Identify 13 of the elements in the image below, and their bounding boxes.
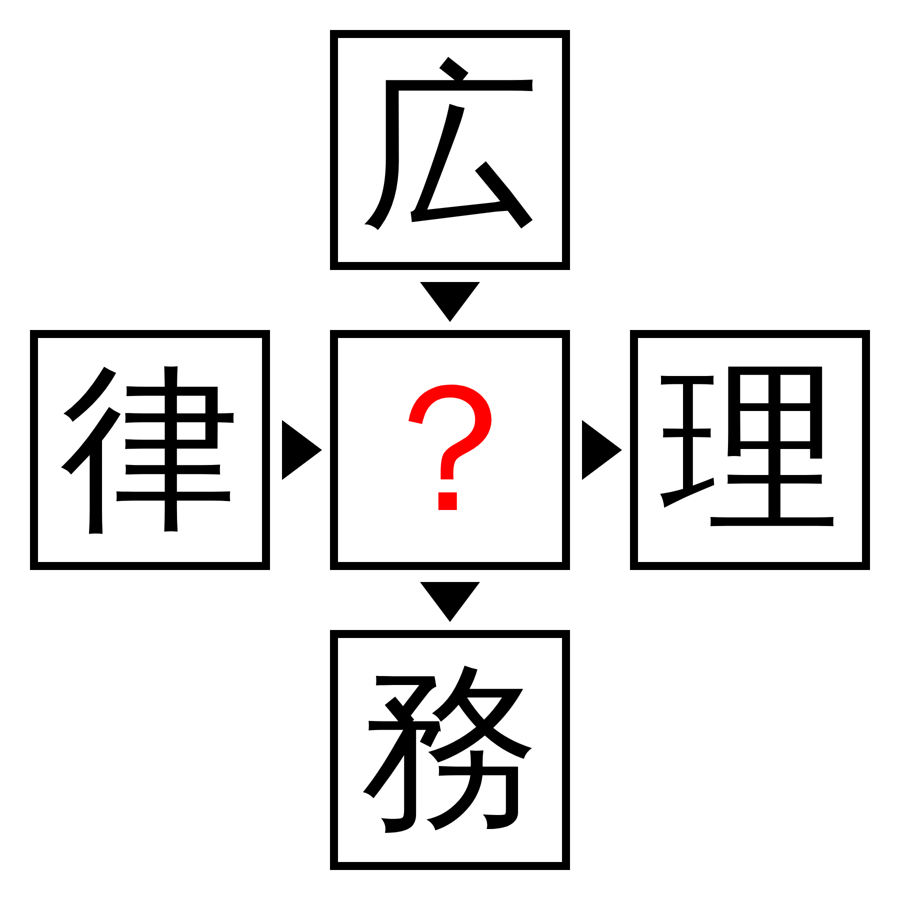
character-box	[330, 330, 570, 570]
character-box	[330, 30, 570, 270]
arrow	[420, 582, 480, 622]
character-box	[630, 330, 870, 570]
question-mark: ？	[360, 360, 540, 540]
kanji-character: 理	[660, 360, 840, 540]
kanji-character: 務	[360, 660, 540, 840]
kanji-character: 律	[60, 360, 240, 540]
character-box	[330, 630, 570, 870]
character-box	[30, 330, 270, 570]
arrow	[582, 420, 622, 480]
arrow	[420, 282, 480, 322]
arrow	[282, 420, 322, 480]
